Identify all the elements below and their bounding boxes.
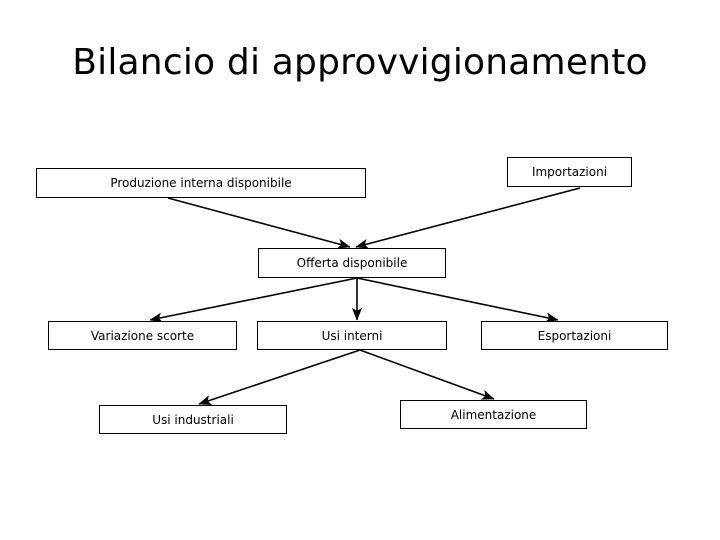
page-title: Bilancio di approvvigionamento: [72, 42, 648, 83]
node-label: Offerta disponibile: [296, 256, 408, 270]
node-label: Usi industriali: [152, 412, 234, 427]
node-label: Esportazioni: [537, 328, 612, 343]
edge-offerta-to-esportazioni: [356, 277, 559, 323]
edge-offerta-to-variazione-scorte: [149, 277, 358, 323]
node-label: Usi interni: [321, 328, 383, 343]
node-usi-interni[interactable]: Usi interni: [257, 321, 447, 350]
node-produzione-interna-disponibile[interactable]: Produzione interna disponibile: [36, 168, 366, 198]
node-label: Produzione interna disponibile: [110, 176, 292, 190]
edge-importazioni-to-offerta: [355, 187, 581, 249]
node-esportazioni[interactable]: Esportazioni: [481, 321, 668, 350]
node-offerta-disponibile[interactable]: Offerta disponibile: [258, 248, 446, 278]
node-variazione-scorte[interactable]: Variazione scorte: [48, 321, 237, 350]
node-alimentazione[interactable]: Alimentazione: [400, 400, 587, 429]
node-usi-industriali[interactable]: Usi industriali: [99, 405, 287, 434]
node-label: Alimentazione: [450, 407, 537, 422]
edge-usi-interni-to-alimentazione: [359, 349, 495, 400]
edge-usi-interni-to-usi-industriali: [198, 349, 361, 405]
node-importazioni[interactable]: Importazioni: [507, 157, 632, 187]
edge-produzione-to-offerta: [167, 197, 351, 249]
node-label: Importazioni: [531, 165, 608, 179]
node-label: Variazione scorte: [90, 328, 195, 343]
